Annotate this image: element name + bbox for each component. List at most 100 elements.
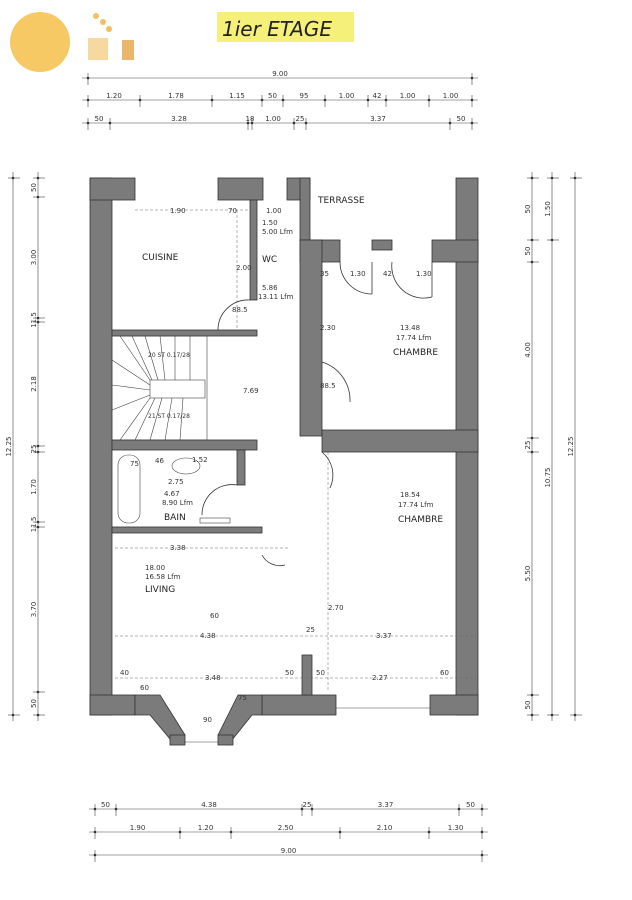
room-label-bain: BAIN [164,513,186,523]
dimension-node [250,121,254,125]
dimension-node [229,830,233,834]
living-lfm: 16.58 Lfm [145,573,181,581]
hall-area: 5.86 [262,284,278,292]
dimension-node [11,713,15,717]
dimension-label: 50 [457,115,466,123]
dimension-node [530,693,534,697]
dimension-node [138,98,142,102]
dimension-node [384,98,388,102]
room-label-chambre1: CHAMBRE [393,348,438,358]
dimension-label: 1.00 [443,92,459,100]
interior-dimension-label: 2.70 [328,604,344,612]
staircase [111,335,208,441]
dimension-label: 11.5 [30,517,38,533]
page-title: 1ier ETAGE [222,17,332,41]
room-label-terrasse: TERRASSE [317,196,365,206]
interior-dimension-label: 3.48 [205,674,221,682]
dimension-label: 25 [30,445,38,454]
dimension-label: 3.37 [370,115,386,123]
dimension-node [530,176,534,180]
logo-mark [88,38,108,60]
logo-dot [93,13,99,19]
dimension-node [292,121,296,125]
dimension-label: 25 [296,115,305,123]
dimension-label: 1.00 [400,92,416,100]
sink [171,457,201,475]
interior-dimension-label: 25 [306,626,315,634]
dimension-node [36,320,40,324]
dimension-label: 25 [524,441,532,450]
dimension-node [93,807,97,811]
dimension-label: 25 [303,801,312,809]
logo [10,12,134,72]
dimension-label: 12.25 [5,436,13,456]
interior-dimension-label: 60 [440,669,449,677]
chambre1-lfm: 17.74 Lfm [396,334,432,342]
hall-lfm: 13.11 Lfm [258,293,294,301]
dimension-node [323,98,327,102]
dimension-label: 3.00 [30,250,38,266]
dimension-node [86,76,90,80]
dimension-node [480,853,484,857]
dimension-node [210,98,214,102]
dimension-node [36,713,40,717]
bain-area: 4.67 [164,490,180,498]
dimension-label: 50 [30,183,38,192]
dimension-node [36,444,40,448]
interior-dimension-label: 3.37 [376,632,392,640]
dimension-node [550,238,554,242]
interior-dimension-label: 60 [210,612,219,620]
dimension-node [530,238,534,242]
interior-dimension-label: 75 [238,694,247,702]
dimension-node [36,450,40,454]
dimension-label: 10.75 [544,467,552,487]
dimension-node [304,121,308,125]
dimension-node [427,98,431,102]
dimension-node [260,98,264,102]
dimension-node [470,98,474,102]
stairs-bottom-label: 21 ST 0.17/28 [148,413,190,420]
dimension-node [480,830,484,834]
dimension-label: 5.50 [524,566,532,582]
dimension-node [530,713,534,717]
dimension-node [86,121,90,125]
dimension-label: 1.20 [198,824,214,832]
stairs-top-label: 20 ST 0.17/28 [148,352,190,359]
dimension-node [36,195,40,199]
dimension-node [338,830,342,834]
dimension-label: 50 [268,92,277,100]
dimension-node [530,260,534,264]
interior-dimension-label: 40 [120,669,129,677]
interior-dimension-label: 1.00 [266,207,282,215]
chambre2-area: 18.54 [400,491,421,499]
interior-dimension-label: 50 [316,669,325,677]
interior-dimension-label: 1.30 [416,270,432,278]
living-area: 18.00 [145,564,165,572]
dimension-label: 2.18 [30,376,38,392]
dimension-node [178,830,182,834]
dimension-node [36,316,40,320]
dimension-label: 50 [101,801,110,809]
dimension-node [457,807,461,811]
logo-dot [100,19,106,25]
interior-dimension-label: 88.5 [232,306,248,314]
dimension-label: 1.78 [168,92,184,100]
interior-dimension-label: 1.52 [192,456,208,464]
dimension-node [448,121,452,125]
wc-area: 1.50 [262,219,278,227]
interior-dimension-label: 3.38 [170,544,186,552]
dimension-label: 1.70 [30,479,38,495]
interior-dimension-label: 60 [140,684,149,692]
landing-area: 7.69 [243,387,259,395]
dimension-label: 1.50 [544,201,552,217]
dimension-label: 2.10 [377,824,393,832]
dimension-label: 1.00 [339,92,355,100]
dimension-node [36,525,40,529]
dimension-label: 2.50 [278,824,294,832]
logo-mark [122,40,134,60]
dimension-node [108,121,112,125]
dimension-label: 9.00 [281,847,297,855]
dimension-label: 12.25 [567,436,575,456]
chambre1-area: 13.48 [400,324,420,332]
